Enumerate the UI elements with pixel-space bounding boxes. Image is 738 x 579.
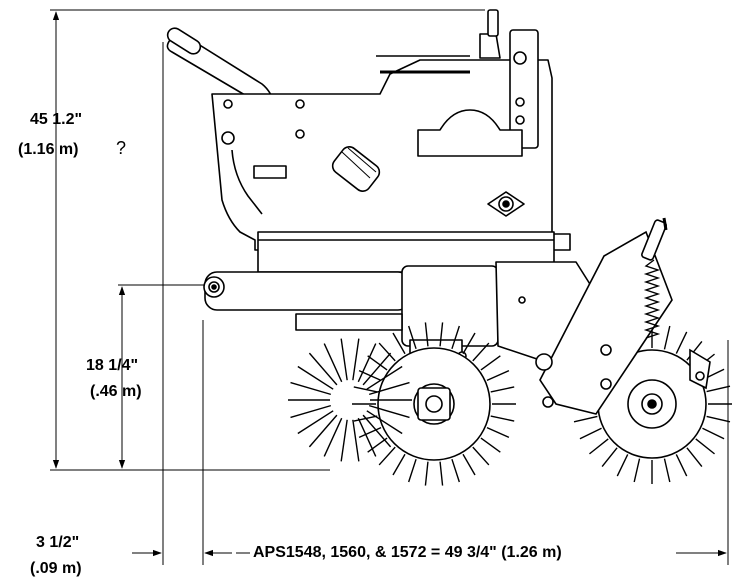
height-axle-label-line2: (.46 m) [90,383,142,400]
tine-left [439,322,444,347]
tine-rear [368,404,410,419]
tine-rear [357,417,377,457]
tine-left [462,453,476,476]
tine-left [439,461,444,486]
center-bracket [401,265,499,347]
tine-left [392,453,406,476]
tine-rear [368,381,410,396]
tine-rear [290,404,332,419]
tine-left [462,332,476,355]
tine-rear [366,365,403,390]
tine-left [353,386,378,393]
tine-right [675,454,688,477]
top-bracket [479,33,501,59]
tine-right [663,458,671,483]
tine-rear [297,410,334,435]
tine-left [424,461,429,486]
tine-left [490,415,515,422]
dimension-lines [50,9,729,565]
tine-right [616,454,629,477]
tine-right [675,331,688,354]
tine-left [480,355,501,371]
tine-left [407,458,417,483]
width-label: APS1548, 1560, & 1572 = 49 3/4" (1.26 m) [253,544,562,561]
tine-right [589,438,609,455]
offset-label-line1: 3 1/2" [36,534,80,551]
tine-rear [297,365,334,390]
label-plate [253,165,287,179]
tine-right [579,427,602,440]
tine-right [702,427,725,440]
tine-rear [352,338,360,381]
tine-right [706,415,731,423]
tine-rear [357,343,377,383]
tine-right [601,447,618,467]
tine-right [686,447,703,467]
tine-left [392,332,406,355]
tine-left [378,446,396,466]
tine-left [407,325,417,350]
tine-left [451,458,461,483]
tine-rear [323,417,343,457]
tine-rear [352,419,360,462]
front-roller [203,271,411,311]
tine-left [486,370,510,382]
spring-linkage [535,217,711,415]
compression-spring [643,259,661,339]
tine-left [451,325,461,350]
tine-right [573,415,598,423]
offset-label-line2: (.09 m) [30,560,82,577]
height-axle-label-line1: 18 1/4" [86,357,139,374]
tine-left [367,355,388,371]
tine-left [490,386,515,393]
tine-left [480,437,501,453]
tine-left [472,446,490,466]
frame-cutout [417,109,523,157]
tine-wheel-right [597,349,707,459]
tine-right [663,325,671,350]
tine-rear [340,419,348,462]
tine-left [424,322,429,347]
tine-rear [308,414,338,448]
tine-left [367,437,388,453]
tine-left [378,342,396,362]
tine-rear [308,352,338,386]
tine-right [706,385,731,393]
tine-rear [340,338,348,381]
tine-rear [362,352,392,386]
tine-left [358,426,382,438]
handle-grip [166,27,202,55]
tine-left [472,342,490,362]
height-overall-mark: ? [116,138,127,158]
tine-rear [366,410,403,435]
tine-right [695,438,715,455]
handle-knob [331,146,381,192]
tine-right [633,458,641,483]
tine-left [486,426,510,438]
height-overall-label-line2: (1.16 m) [18,141,79,158]
aerator-machine [166,9,601,411]
tine-rear [290,381,332,396]
height-overall-label-line1: 45 1.2" [30,111,83,128]
tine-rear [323,343,343,383]
tine-rear [362,414,392,448]
side-bearing [487,191,525,217]
tine-wheel-left [377,347,491,461]
